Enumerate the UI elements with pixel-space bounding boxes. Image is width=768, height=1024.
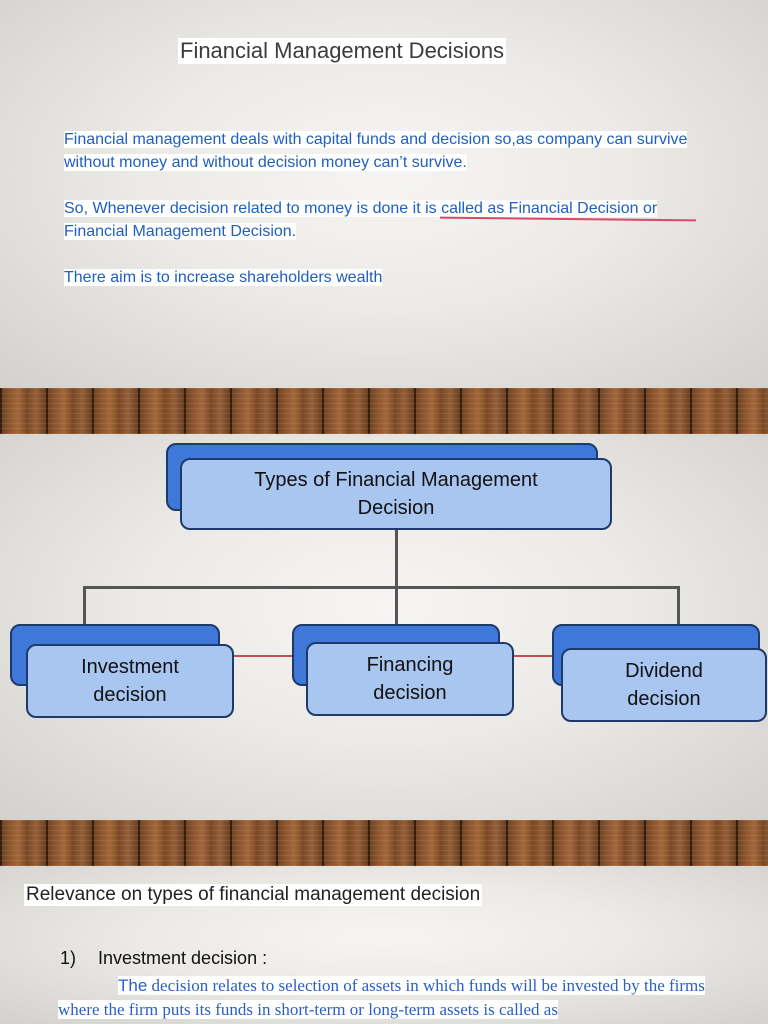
definition-paragraph: So, Whenever decision related to money i… xyxy=(64,197,724,243)
connector-left-down xyxy=(83,586,86,642)
list-item-heading: Investment decision : xyxy=(98,948,268,968)
wood-divider xyxy=(0,820,768,866)
link-financing-dividend xyxy=(512,655,564,657)
investment-node-label: Investment decision xyxy=(81,656,179,706)
slide-relevance: Relevance on types of financial manageme… xyxy=(0,866,768,1024)
slide-title: Financial Management Decisions xyxy=(178,38,507,64)
dividend-node-label: Dividend decision xyxy=(625,660,703,710)
dividend-node: Dividend decision xyxy=(561,648,767,722)
financing-node: Financing decision xyxy=(306,642,514,716)
intro-paragraph-text: Financial management deals with capital … xyxy=(64,131,688,171)
intro-paragraph: Financial management deals with capital … xyxy=(64,128,724,174)
root-node: Types of Financial Management Decision xyxy=(180,458,612,530)
relevance-title: Relevance on types of financial manageme… xyxy=(24,884,483,906)
list-item-description: The decision relates to selection of ass… xyxy=(58,974,710,1022)
aim-paragraph: There aim is to increase shareholders we… xyxy=(64,266,724,289)
financing-node-label: Financing decision xyxy=(366,654,454,704)
connector-horizontal xyxy=(83,586,680,589)
connector-root-down xyxy=(395,530,398,588)
connector-right-down xyxy=(677,586,680,642)
slide-intro: Financial Management Decisions Financial… xyxy=(0,0,768,388)
slide-diagram: Types of Financial Management Decision I… xyxy=(0,434,768,820)
wood-divider xyxy=(0,388,768,434)
connector-mid-down xyxy=(395,586,398,642)
description-first-word: The xyxy=(118,976,148,995)
aim-paragraph-text: There aim is to increase shareholders we… xyxy=(64,269,383,286)
investment-node: Investment decision xyxy=(26,644,234,718)
description-text: decision relates to selection of assets … xyxy=(58,976,705,1019)
link-investment-financing xyxy=(232,655,308,657)
root-node-label: Types of Financial Management Decision xyxy=(254,469,538,519)
list-item-number: 1) xyxy=(60,948,77,968)
